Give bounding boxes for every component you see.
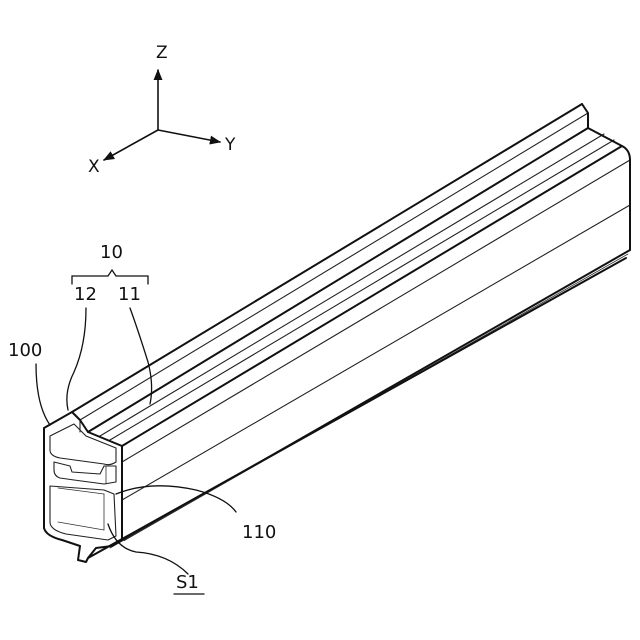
y-axis-label: Y <box>224 135 236 155</box>
leader-100 <box>36 364 50 425</box>
leader-11 <box>130 308 152 404</box>
assembly-brace: 10 12 11 <box>72 242 148 305</box>
top-face-back-edge <box>88 128 588 432</box>
top-face-crease-2 <box>110 140 614 440</box>
rib-line-3 <box>58 522 104 530</box>
top-face-front-edge <box>122 146 622 446</box>
leader-12 <box>67 308 86 410</box>
side-face-upper-line <box>122 160 630 462</box>
upper-chamber <box>50 424 116 465</box>
flange-lower-edge <box>80 113 588 420</box>
coordinate-axes: Z Y X <box>88 43 236 177</box>
cross-section <box>44 412 122 562</box>
section-outer-profile <box>44 412 122 562</box>
bottom-flange-edge <box>88 258 626 558</box>
recess-12 <box>54 462 116 484</box>
y-axis <box>158 130 220 142</box>
rib-line-1 <box>58 488 104 494</box>
brace-10 <box>72 270 148 284</box>
beam-body <box>72 104 630 558</box>
label-12: 12 <box>74 284 97 305</box>
label-110: 110 <box>242 522 276 543</box>
leader-s1 <box>108 524 188 574</box>
x-axis-label: X <box>88 157 100 177</box>
side-face-mid-line <box>122 205 630 500</box>
top-face-crease-1 <box>100 134 604 436</box>
label-10: 10 <box>100 242 123 263</box>
far-top-corner <box>588 128 630 160</box>
label-s1: S1 <box>176 572 199 593</box>
x-axis <box>104 130 158 160</box>
lower-chamber <box>50 486 116 540</box>
z-axis-label: Z <box>156 43 168 63</box>
label-11: 11 <box>118 284 141 305</box>
label-100: 100 <box>8 340 42 361</box>
